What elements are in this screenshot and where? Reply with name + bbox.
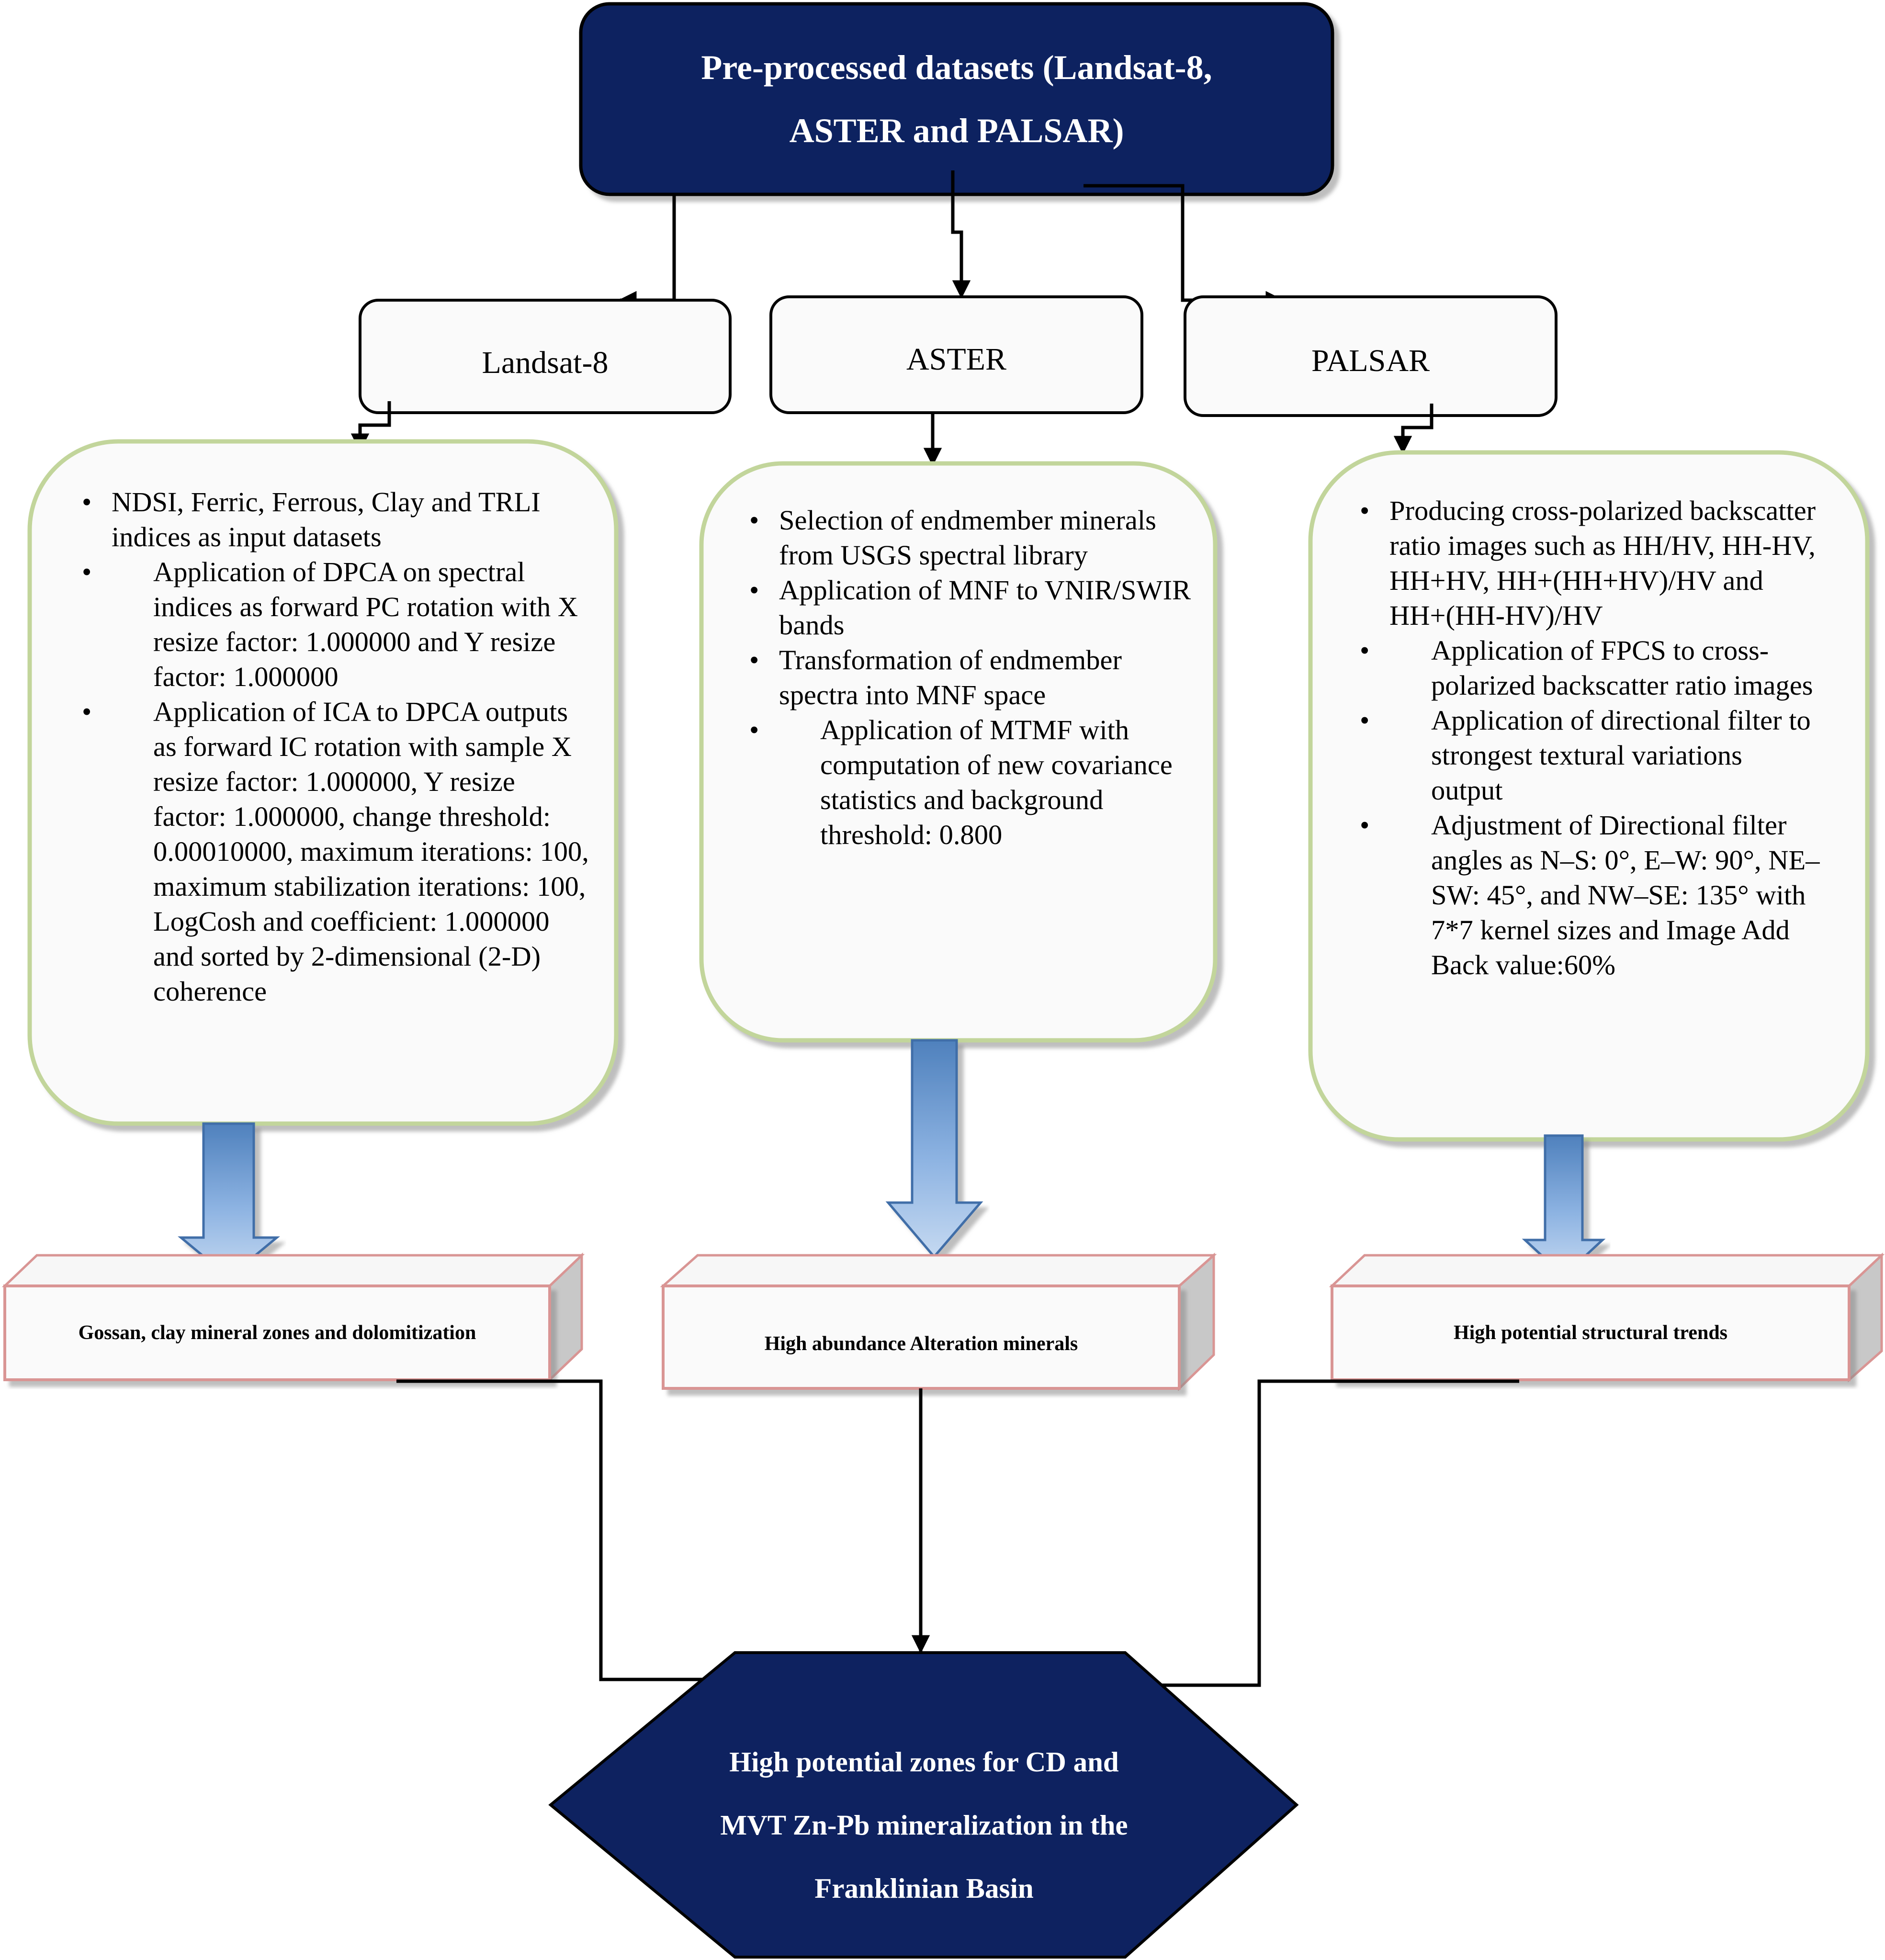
final-node-title: High potential zones for CD and MVT Zn-P… bbox=[598, 1729, 1250, 1921]
final-node-line-2: MVT Zn-Pb mineralization in the bbox=[720, 1809, 1128, 1841]
result-label-structural: High potential structural trends bbox=[1453, 1322, 1728, 1344]
process-item: Adjustment of Directional filter angles … bbox=[1360, 808, 1820, 982]
dataset-connectors bbox=[350, 401, 1434, 466]
dataset-node-palsar-box bbox=[1184, 295, 1558, 417]
process-list-aster: Selection of endmember minerals from USG… bbox=[749, 503, 1192, 852]
final-node-hexagon bbox=[548, 1651, 1299, 1959]
process-item: Application of MNF to VNIR/SWIR bands bbox=[749, 573, 1192, 642]
process-item: NDSI, Ferric, Ferrous, Clay and TRLI ind… bbox=[82, 484, 590, 554]
process-list-palsar: Producing cross-polarized backscatter ra… bbox=[1360, 493, 1820, 982]
block-arrow-aster bbox=[885, 1039, 983, 1259]
final-node-line-1: High potential zones for CD and bbox=[729, 1746, 1119, 1778]
result-node-structural-shape bbox=[1329, 1252, 1885, 1383]
connector-landsat-to-process bbox=[350, 401, 391, 452]
top-node-box bbox=[579, 2, 1334, 196]
top-node-line-2: ASTER and PALSAR) bbox=[789, 112, 1124, 150]
result-node-alteration-shape bbox=[660, 1252, 1217, 1391]
connector-top-to-aster bbox=[951, 170, 971, 299]
process-item: Producing cross-polarized backscatter ra… bbox=[1360, 493, 1820, 633]
process-item: Application of ICA to DPCA outputs as fo… bbox=[82, 694, 590, 1009]
dataset-label-palsar: PALSAR bbox=[1311, 343, 1430, 378]
connector-structural-to-final bbox=[1087, 1379, 1519, 1695]
dataset-label-landsat: Landsat-8 bbox=[482, 345, 609, 380]
process-item: Application of MTMF with computation of … bbox=[749, 712, 1192, 852]
dataset-node-landsat-box bbox=[359, 299, 732, 414]
process-item: Selection of endmember minerals from USG… bbox=[749, 503, 1192, 573]
top-node-line-1: Pre-processed datasets (Landsat-8, bbox=[701, 48, 1212, 87]
process-list-landsat: NDSI, Ferric, Ferrous, Clay and TRLI ind… bbox=[82, 484, 590, 1009]
result-label-alteration: High abundance Alteration minerals bbox=[764, 1333, 1078, 1355]
connector-palsar-to-process bbox=[1393, 404, 1434, 454]
dataset-label-aster: ASTER bbox=[906, 342, 1007, 377]
final-node-line-3: Franklinian Basin bbox=[814, 1872, 1034, 1904]
process-item: Application of FPCS to cross-polarized b… bbox=[1360, 633, 1820, 703]
result-node-gossan-shape bbox=[1, 1252, 585, 1383]
result-label-gossan: Gossan, clay mineral zones and dolomitiz… bbox=[78, 1322, 476, 1344]
process-item: Application of directional filter to str… bbox=[1360, 703, 1820, 808]
top-node-title: Pre-processed datasets (Landsat-8, ASTER… bbox=[581, 4, 1332, 194]
process-item: Application of DPCA on spectral indices … bbox=[82, 554, 590, 694]
process-item: Transformation of endmember spectra into… bbox=[749, 642, 1192, 712]
dataset-node-aster-box bbox=[769, 295, 1143, 414]
